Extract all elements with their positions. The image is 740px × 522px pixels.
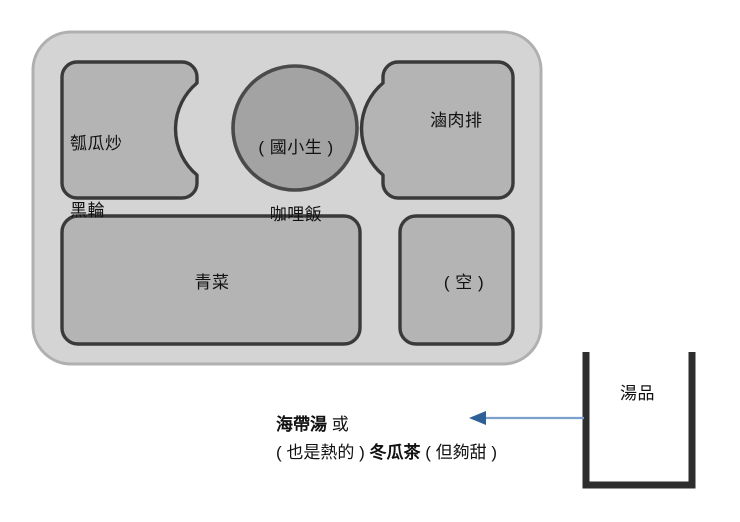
compartment-gourd-label-line2: 黑輪 xyxy=(70,201,105,221)
compartment-pork[interactable] xyxy=(359,60,515,200)
soup-caption-line2: ( 也是熱的 ) 冬瓜茶 ( 但夠甜 ) xyxy=(276,439,497,467)
soup-caption-line2-post: ( 但夠甜 ) xyxy=(420,442,497,462)
soup-cup-label: 湯品 xyxy=(620,384,655,403)
compartment-greens[interactable] xyxy=(60,214,362,346)
soup-caption-line1-bold: 海帶湯 xyxy=(276,415,327,434)
soup-cup-outline[interactable] xyxy=(582,352,696,489)
soup-caption-line1-rest: 或 xyxy=(327,415,349,434)
compartment-gourd-label-line1: 瓠瓜炒 xyxy=(70,133,123,153)
compartment-curry-label-line1: ( 國小生 ) xyxy=(258,137,334,157)
compartment-curry-label: ( 國小生 ) 咖哩飯 xyxy=(232,92,360,272)
compartment-curry[interactable] xyxy=(231,64,359,192)
compartment-pork-label: 滷肉排 xyxy=(430,111,483,130)
compartment-empty[interactable] xyxy=(398,214,515,346)
soup-caption-line2-pre: ( 也是熱的 ) xyxy=(276,442,370,462)
compartment-curry-label-line2: 咖哩飯 xyxy=(269,205,323,225)
arrow-to-soup-caption xyxy=(469,411,584,425)
compartment-greens-label: 青菜 xyxy=(194,273,230,292)
compartment-gourd-label: 瓠瓜炒 黑輪 xyxy=(70,88,123,268)
compartment-gourd[interactable] xyxy=(60,60,199,200)
soup-caption-line1: 海帶湯 或 xyxy=(276,411,497,439)
soup-caption: 海帶湯 或 ( 也是熱的 ) 冬瓜茶 ( 但夠甜 ) xyxy=(276,411,497,466)
arrow-head-icon xyxy=(469,411,486,425)
compartment-empty-label: ( 空 ) xyxy=(443,273,485,292)
soup-caption-line2-bold: 冬瓜茶 xyxy=(369,442,421,462)
